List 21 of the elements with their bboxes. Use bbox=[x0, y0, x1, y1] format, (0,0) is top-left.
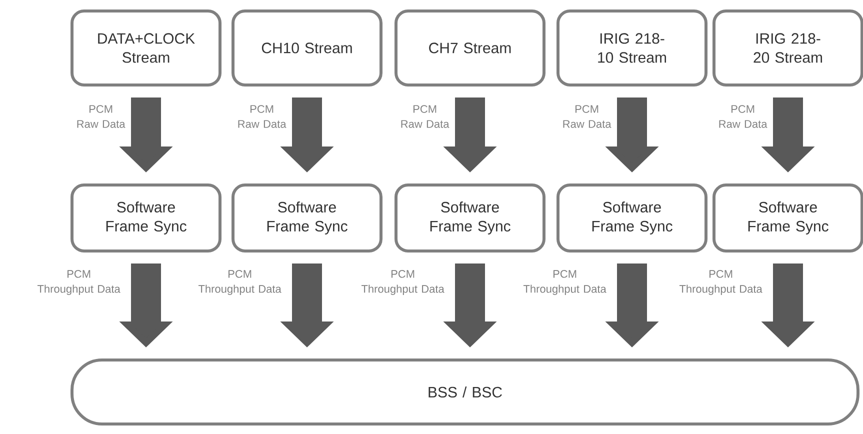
frame-sync-box: Software Frame Sync bbox=[556, 184, 708, 252]
frame-sync-box: Software Frame Sync bbox=[712, 184, 863, 252]
edge-label: PCM Raw Data bbox=[719, 105, 768, 128]
frame-sync-box: Software Frame Sync bbox=[70, 184, 222, 252]
frame-sync-box: Software Frame Sync bbox=[232, 184, 382, 252]
stream-box: IRIG 218-20 Stream bbox=[712, 10, 863, 86]
edge-label: PCM Raw Data bbox=[563, 105, 612, 128]
edge-label: PCM Raw Data bbox=[401, 105, 450, 128]
edge-label: PCM Throughput Data bbox=[37, 270, 120, 295]
edge-label: PCM Throughput Data bbox=[523, 270, 606, 295]
edge-label: PCM Raw Data bbox=[238, 105, 286, 128]
edge-label: PCM Raw Data bbox=[77, 105, 126, 128]
stream-box: DATA+CLOCK Stream bbox=[70, 10, 222, 86]
edge-label: PCM Throughput Data bbox=[679, 270, 762, 295]
stream-box: CH7 Stream bbox=[394, 10, 546, 86]
bus-box: BSS / BSC bbox=[70, 358, 860, 426]
frame-sync-box: Software Frame Sync bbox=[394, 184, 546, 252]
stream-box: IRIG 218-10 Stream bbox=[556, 10, 708, 86]
stream-box: CH10 Stream bbox=[232, 10, 382, 86]
edge-label: PCM Throughput Data bbox=[361, 270, 444, 295]
edge-label: PCM Throughput Data bbox=[198, 270, 282, 295]
